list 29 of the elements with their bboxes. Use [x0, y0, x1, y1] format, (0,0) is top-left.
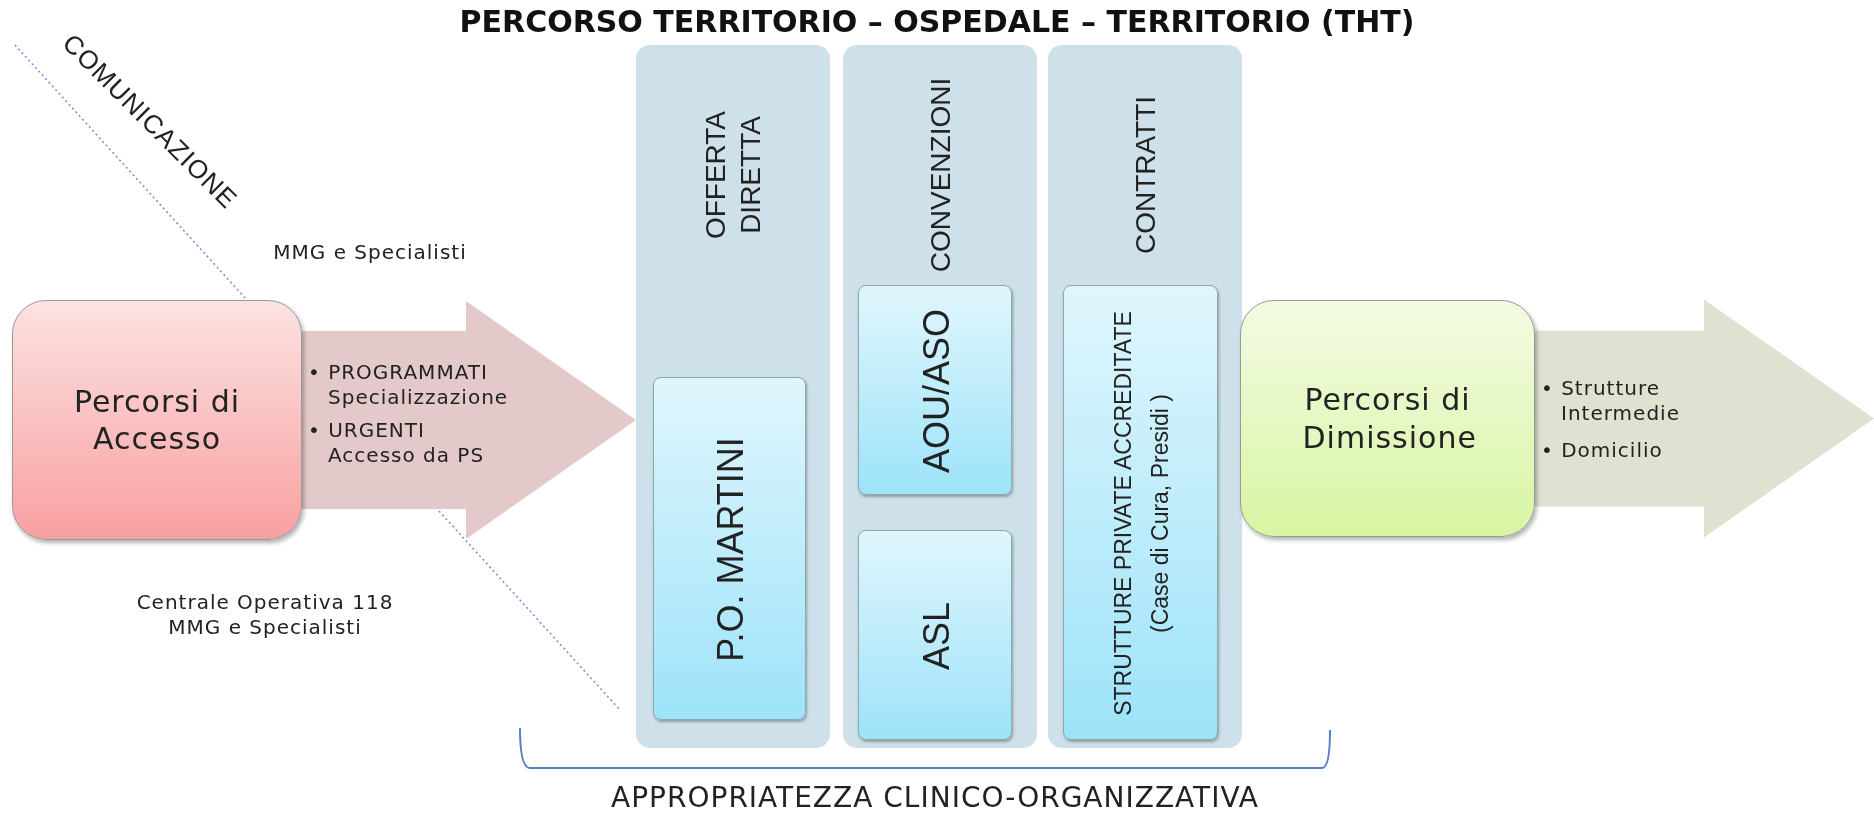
bullet-item: • URGENTI Accesso da PS — [308, 418, 486, 468]
box-label: Percorsi di Dimissione — [1302, 381, 1473, 456]
box-label: AOU/ASO — [914, 309, 958, 474]
note-text: MMG e Specialisti — [272, 240, 468, 265]
bullet-item: • Domicilio — [1541, 438, 1664, 463]
box-label: ASL — [914, 602, 958, 671]
column-panel — [843, 45, 1037, 748]
box-label: P.O. MARTINI — [709, 437, 752, 662]
entity-box — [1063, 285, 1218, 740]
bracket-label: APPROPRIATEZZA CLINICO-ORGANIZZATIVA — [610, 780, 1260, 813]
column-panel — [1048, 45, 1242, 748]
bullet-item: • PROGRAMMATI Specializzazione — [308, 360, 510, 410]
entity-box — [858, 530, 1012, 740]
process-box — [12, 300, 302, 540]
box-label: STRUTTURE PRIVATE ACCREDITATE — [1108, 311, 1137, 716]
bullet-item: • Strutture Intermedie — [1541, 376, 1681, 426]
process-box — [1240, 300, 1535, 537]
note-text: Centrale Operativa 118 MMG e Specialisti — [135, 590, 395, 640]
box-label: Percorsi di Accesso — [72, 382, 242, 458]
column-heading: OFFERTA DIRETTA — [699, 109, 767, 242]
block-arrow — [1535, 299, 1874, 538]
title: PERCORSO TERRITORIO – OSPEDALE – TERRITORIO (THT) — [458, 4, 1416, 39]
box-label: (Case di Cura, Presidi ) — [1145, 394, 1174, 633]
entity-box — [653, 377, 806, 720]
entity-box — [858, 285, 1012, 495]
column-heading: CONVENZIONI — [923, 77, 957, 273]
column-heading: CONTRATTI — [1128, 95, 1162, 255]
block-arrow — [302, 301, 636, 539]
column-panel — [636, 45, 830, 748]
